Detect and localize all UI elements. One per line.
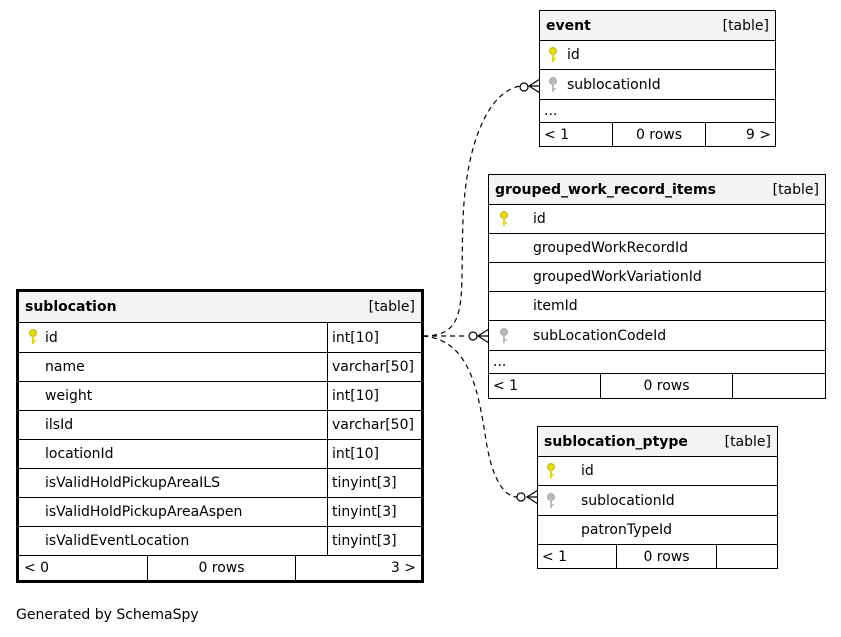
- table-sublocation[interactable]: sublocation [table] id int[10] name varc…: [16, 289, 424, 583]
- column-name: name: [45, 359, 85, 375]
- footer-children: [716, 545, 773, 568]
- generated-by-caption: Generated by SchemaSpy: [16, 607, 199, 623]
- more-columns-row: ...: [489, 351, 825, 374]
- footer-children: 9 >: [705, 123, 771, 146]
- footer-rows: 0 rows: [147, 556, 295, 580]
- footer-parents: < 1: [542, 548, 568, 565]
- table-footer: < 1 0 rows 9 >: [540, 123, 775, 146]
- table-event[interactable]: event [table] id sublocationId ... < 1 0…: [539, 10, 776, 147]
- column-row: name varchar[50]: [19, 353, 421, 382]
- column-name: patronTypeId: [581, 522, 673, 538]
- column-row: sublocationId: [540, 70, 775, 100]
- edge-optional-marker: [468, 331, 478, 341]
- column-row: sublocationId: [538, 486, 777, 516]
- table-footer: < 0 0 rows 3 >: [19, 556, 421, 580]
- column-name: locationId: [45, 446, 114, 462]
- column-name: isValidEventLocation: [45, 533, 190, 549]
- edge-optional-marker: [519, 82, 529, 92]
- table-kind: [table]: [772, 181, 819, 198]
- column-type: int[10]: [327, 323, 379, 352]
- table-footer: < 1 0 rows: [538, 545, 777, 568]
- column-name: isValidHoldPickupAreaAspen: [45, 504, 243, 520]
- footer-parents: < 1: [544, 126, 570, 143]
- column-name: itemId: [533, 298, 578, 314]
- crowfoot-event: [527, 78, 541, 94]
- column-type: tinyint[3]: [327, 527, 397, 555]
- footer-rows: 0 rows: [600, 374, 732, 398]
- column-row: patronTypeId: [538, 516, 777, 545]
- column-row: groupedWorkVariationId: [489, 263, 825, 292]
- foreign-key-icon: [547, 493, 555, 508]
- column-name: id: [45, 329, 58, 346]
- foreign-key-icon: [500, 328, 508, 343]
- column-row: id: [489, 205, 825, 234]
- column-type: varchar[50]: [327, 411, 414, 439]
- column-row: subLocationCodeId: [489, 321, 825, 351]
- edge-sublocation-event: [422, 85, 522, 337]
- column-row: weight int[10]: [19, 382, 421, 411]
- ellipsis: ...: [544, 103, 558, 119]
- table-footer: < 1 0 rows: [489, 374, 825, 398]
- footer-children: [732, 374, 821, 398]
- column-type: tinyint[3]: [327, 498, 397, 526]
- table-grouped-work-record-items[interactable]: grouped_work_record_items [table] id gro…: [488, 174, 826, 399]
- column-name: groupedWorkVariationId: [533, 269, 702, 285]
- column-type: int[10]: [327, 440, 379, 468]
- table-header: sublocation_ptype [table]: [538, 427, 777, 457]
- footer-rows: 0 rows: [616, 545, 716, 568]
- column-row: id: [540, 41, 775, 70]
- table-kind: [table]: [724, 433, 771, 450]
- table-name: event: [546, 17, 591, 34]
- column-row: groupedWorkRecordId: [489, 234, 825, 263]
- edge-optional-marker: [516, 492, 526, 502]
- column-name: subLocationCodeId: [533, 327, 667, 344]
- primary-key-icon: [549, 47, 557, 62]
- column-name: ilsId: [45, 417, 74, 433]
- primary-key-icon: [500, 211, 508, 226]
- table-kind: [table]: [368, 299, 415, 315]
- table-name: sublocation: [25, 299, 117, 315]
- table-kind: [table]: [722, 17, 769, 34]
- column-name: weight: [45, 388, 93, 404]
- table-name: sublocation_ptype: [544, 433, 688, 450]
- table-sublocation-ptype[interactable]: sublocation_ptype [table] id sublocation…: [537, 426, 778, 569]
- footer-rows: 0 rows: [612, 123, 705, 146]
- column-name: id: [581, 463, 594, 479]
- column-name: isValidHoldPickupAreaILS: [45, 475, 220, 491]
- column-row: itemId: [489, 292, 825, 321]
- footer-parents: < 0: [24, 560, 50, 576]
- column-name: id: [567, 47, 580, 63]
- column-type: tinyint[3]: [327, 469, 397, 497]
- footer-parents: < 1: [493, 378, 519, 394]
- column-name: sublocationId: [567, 76, 661, 93]
- column-type: varchar[50]: [327, 353, 414, 381]
- column-type: int[10]: [327, 382, 379, 410]
- primary-key-icon: [547, 463, 555, 478]
- column-row: isValidHoldPickupAreaILS tinyint[3]: [19, 469, 421, 498]
- column-name: id: [533, 211, 546, 227]
- more-columns-row: ...: [540, 100, 775, 123]
- column-row: ilsId varchar[50]: [19, 411, 421, 440]
- column-row: id int[10]: [19, 323, 421, 353]
- column-row: locationId int[10]: [19, 440, 421, 469]
- edge-sublocation-ptype: [422, 335, 518, 498]
- column-name: sublocationId: [581, 492, 675, 509]
- table-header: sublocation [table]: [19, 292, 421, 323]
- table-header: grouped_work_record_items [table]: [489, 175, 825, 205]
- column-row: isValidHoldPickupAreaAspen tinyint[3]: [19, 498, 421, 527]
- column-name: groupedWorkRecordId: [533, 240, 688, 256]
- crowfoot-ptype: [525, 489, 539, 505]
- footer-children: 3 >: [295, 556, 416, 580]
- ellipsis: ...: [493, 354, 507, 370]
- crowfoot-grouped: [476, 328, 490, 344]
- column-row: isValidEventLocation tinyint[3]: [19, 527, 421, 556]
- column-row: id: [538, 457, 777, 486]
- table-header: event [table]: [540, 11, 775, 41]
- foreign-key-icon: [549, 77, 557, 92]
- table-name: grouped_work_record_items: [495, 181, 716, 198]
- primary-key-icon: [29, 329, 37, 344]
